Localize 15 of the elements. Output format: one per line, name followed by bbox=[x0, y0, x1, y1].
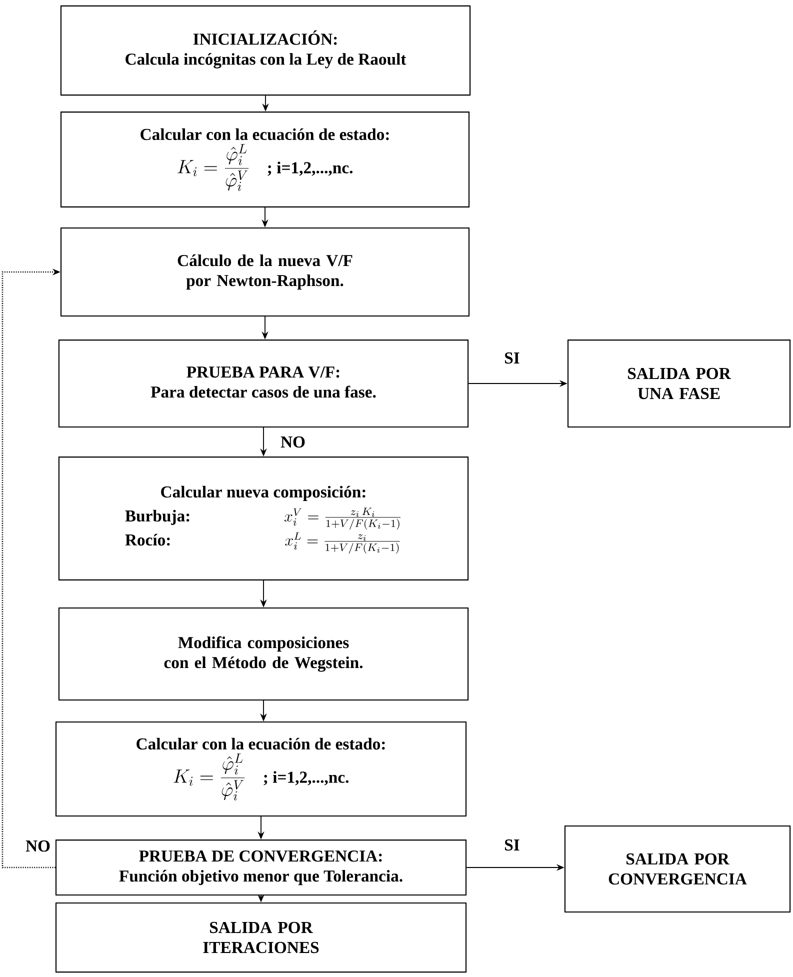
edge-label: NO bbox=[279, 435, 307, 449]
process-box: SALIDA POR ITERACIONES bbox=[55, 902, 467, 973]
process-box: Cálculo de la nueva V/F por Newton-Raphson. bbox=[60, 227, 470, 317]
process-box: SALIDA POR CONVERGENCIA bbox=[564, 825, 791, 913]
process-box: INICIALIZACIÓN: Calcula incógnitas con la Ley de Raoult bbox=[60, 5, 471, 96]
process-box: PRUEBA PARA V/F: Para detectar casos de una fase. bbox=[58, 340, 469, 428]
edge-label: SI bbox=[502, 351, 522, 365]
process-box: Modifica composiciones con el Método de Wegstein. bbox=[58, 607, 469, 701]
process-box: SALIDA POR UNA FASE bbox=[567, 340, 791, 428]
process-box: Calcular con la ecuación de estado: $K_i = \frac{\hat{\varphi}_i^{L}}{\hat{\varphi}_i^{V}}$ ; i=1,2,...,nc. bbox=[60, 112, 470, 208]
process-box: PRUEBA DE CONVERGENCIA: Función objetivo menor que Tolerancia. bbox=[55, 840, 467, 896]
edge-label: NO bbox=[24, 839, 52, 853]
process-box: Calcular con la ecuación de estado: $K_i = \frac{\hat{\varphi}_i^{L}}{\hat{\varphi}_i^{V}}$ ; i=1,2,...,nc. bbox=[55, 721, 467, 817]
edge-label: SI bbox=[502, 838, 522, 852]
process-box: Calcular nueva composición: Burbuja: $x_i^{V} = \frac{z_i\,K_i}{1+V/F\left(K_i-1\right)}$ Rocío: $x_i^{L} = \frac{z_i}{1+V/F\left(K_i-1\right)}$ bbox=[58, 456, 469, 580]
